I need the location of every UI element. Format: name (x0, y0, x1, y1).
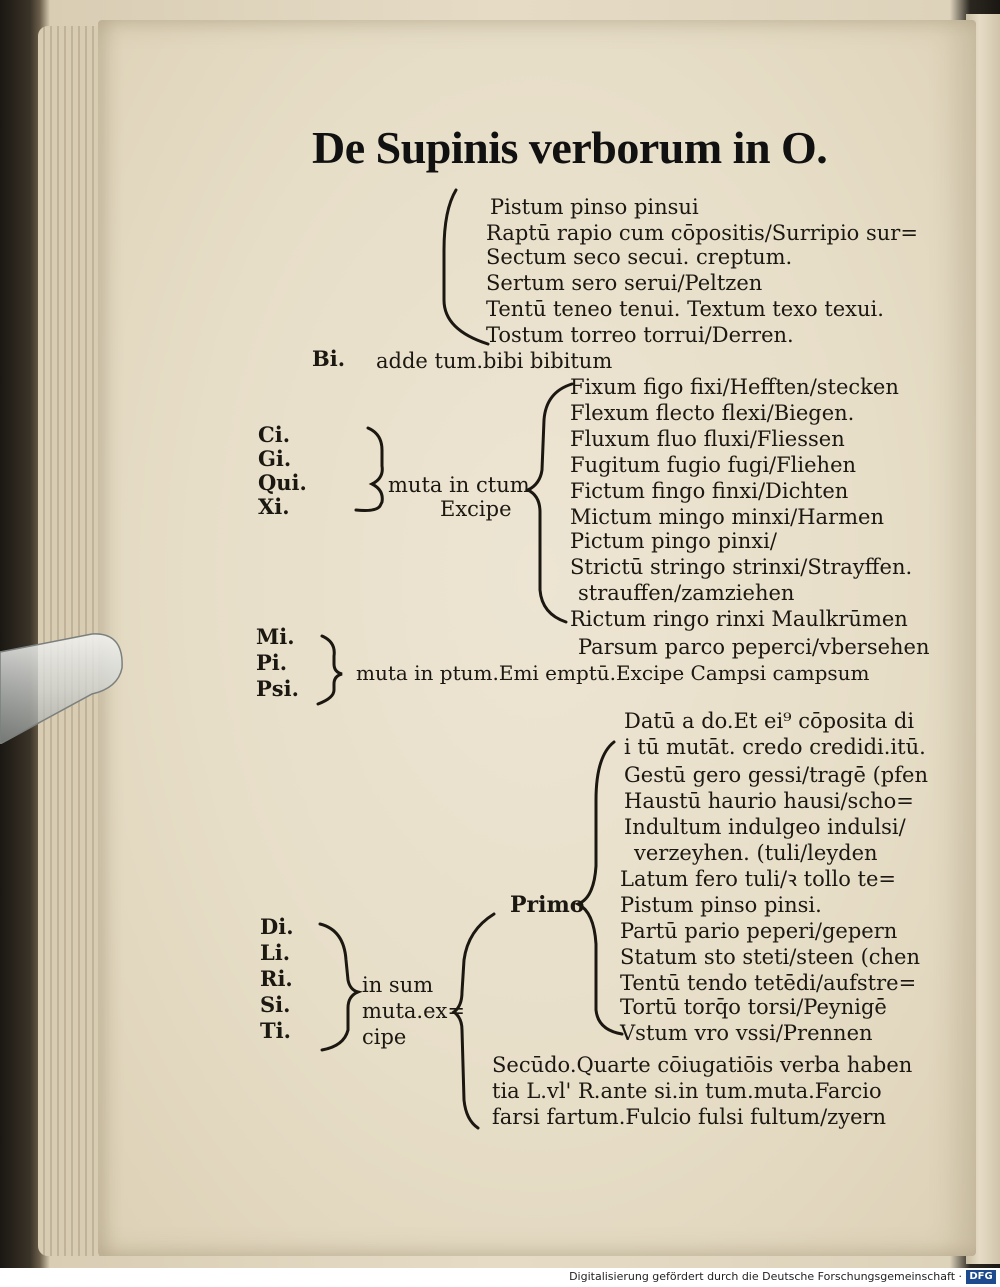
rule-text: muta.ex= (362, 999, 465, 1023)
text-line: Statum sto steti/steen (chen (620, 945, 921, 969)
side-label: Ci. (258, 422, 291, 447)
rule-text: Excipe (440, 497, 512, 521)
side-label: Qui. (258, 470, 307, 495)
text-line: farsi fartum.Fulcio fulsi fultum/zyern (492, 1105, 887, 1129)
brace-block4-primo (574, 740, 624, 1036)
side-label: Li. (260, 940, 291, 965)
text-line: Sertum sero serui/Peltzen (486, 271, 763, 295)
text-line: Pictum pingo pinxi/ (570, 529, 777, 553)
brace-block4-big (451, 912, 496, 1130)
side-label: Ti. (260, 1018, 291, 1043)
rule-text: cipe (362, 1025, 407, 1049)
text-line: Fugitum fugio fugi/Fliehen (570, 453, 857, 477)
text-line: Haustū haurio hausi/scho= (624, 789, 914, 813)
side-label: Pi. (256, 650, 288, 675)
text-line: Datū a do.Et ei⁹ cōposita di (624, 709, 915, 733)
text-line: Latum fero tuli/ꝛ tollo te= (620, 867, 896, 891)
text-line: Secūdo.Quarte cōiugatiōis verba haben (492, 1053, 913, 1077)
side-label: Gi. (258, 446, 292, 471)
text-line: Partū pario peperi/gepern (620, 919, 898, 943)
page-clip (0, 633, 123, 744)
bi-text: adde tum.bibi bibitum (376, 349, 613, 373)
book-page (98, 20, 976, 1256)
text-line: Mictum mingo minxi/Harmen (570, 505, 884, 529)
side-label: Xi. (258, 494, 290, 519)
text-line: verzeyhen. (tuli/leyden (634, 841, 878, 865)
bi-label: Bi. (312, 346, 346, 371)
text-line: strauffen/zamziehen (578, 581, 795, 605)
text-line: Vstum vro vssi/Prennen (620, 1021, 873, 1045)
text-line: i tū mutāt. credo credidi.itū. (624, 735, 926, 759)
text-line: Fictum fingo finxi/Dichten (570, 479, 849, 503)
text-line: Rictum ringo rinxi Maulkrūmen (570, 607, 908, 631)
text-line: tia L.vl' R.ante si.in tum.muta.Farcio (492, 1079, 882, 1103)
text-line: Tentū teneo tenui. Textum texo texui. (486, 297, 884, 321)
primo-label: Primo (510, 892, 585, 918)
text-line: Fluxum fluo fluxi/Fliessen (570, 427, 845, 451)
rule-text: muta in ctum (388, 473, 530, 497)
side-label: Psi. (256, 676, 299, 701)
text-line: Tentū tendo tetēdi/aufstre= (620, 971, 917, 995)
footer-text: Digitalisierung gefördert durch die Deut… (569, 1270, 962, 1283)
side-label: Mi. (256, 624, 295, 649)
brace-block2-small (354, 426, 384, 512)
brace-block4-small (318, 922, 363, 1052)
text-line: Gestū gero gessi/tragē (pfen (624, 763, 928, 787)
dfg-logo: DFG (966, 1270, 996, 1284)
text-line: Indultum indulgeo indulsi/ (624, 815, 906, 839)
brace-block2-large (524, 382, 574, 624)
page-title: De Supinis verborum in O. (312, 122, 828, 173)
footer-bar: Digitalisierung gefördert durch die Deut… (0, 1268, 1000, 1287)
rule-text: muta in ptum.Emi emptū.Excipe Campsi cam… (356, 661, 870, 685)
text-line: Sectum seco secui. creptum. (486, 245, 793, 269)
rule-text: in sum (362, 973, 434, 997)
text-line: Tortū torq̄o torsi/Peynigē (620, 995, 887, 1019)
text-line: Parsum parco peperci/vbersehen (578, 635, 930, 659)
text-line: Tostum torreo torrui/Derren. (486, 323, 794, 347)
brace-block1 (442, 188, 490, 346)
side-label: Ri. (260, 966, 293, 991)
text-line: Strictū stringo strinxi/Strayffen. (570, 555, 913, 579)
text-line: Pistum pinso pinsui (490, 195, 699, 219)
text-line: Fixum figo fixi/Hefften/stecken (570, 375, 899, 399)
text-line: Flexum flecto flexi/Biegen. (570, 401, 855, 425)
text-line: Pistum pinso pinsi. (620, 893, 822, 917)
brace-block3 (316, 634, 343, 706)
side-label: Si. (260, 992, 291, 1017)
side-label: Di. (260, 914, 294, 939)
text-line: Raptū rapio cum cōpositis/Surripio sur= (486, 221, 918, 245)
